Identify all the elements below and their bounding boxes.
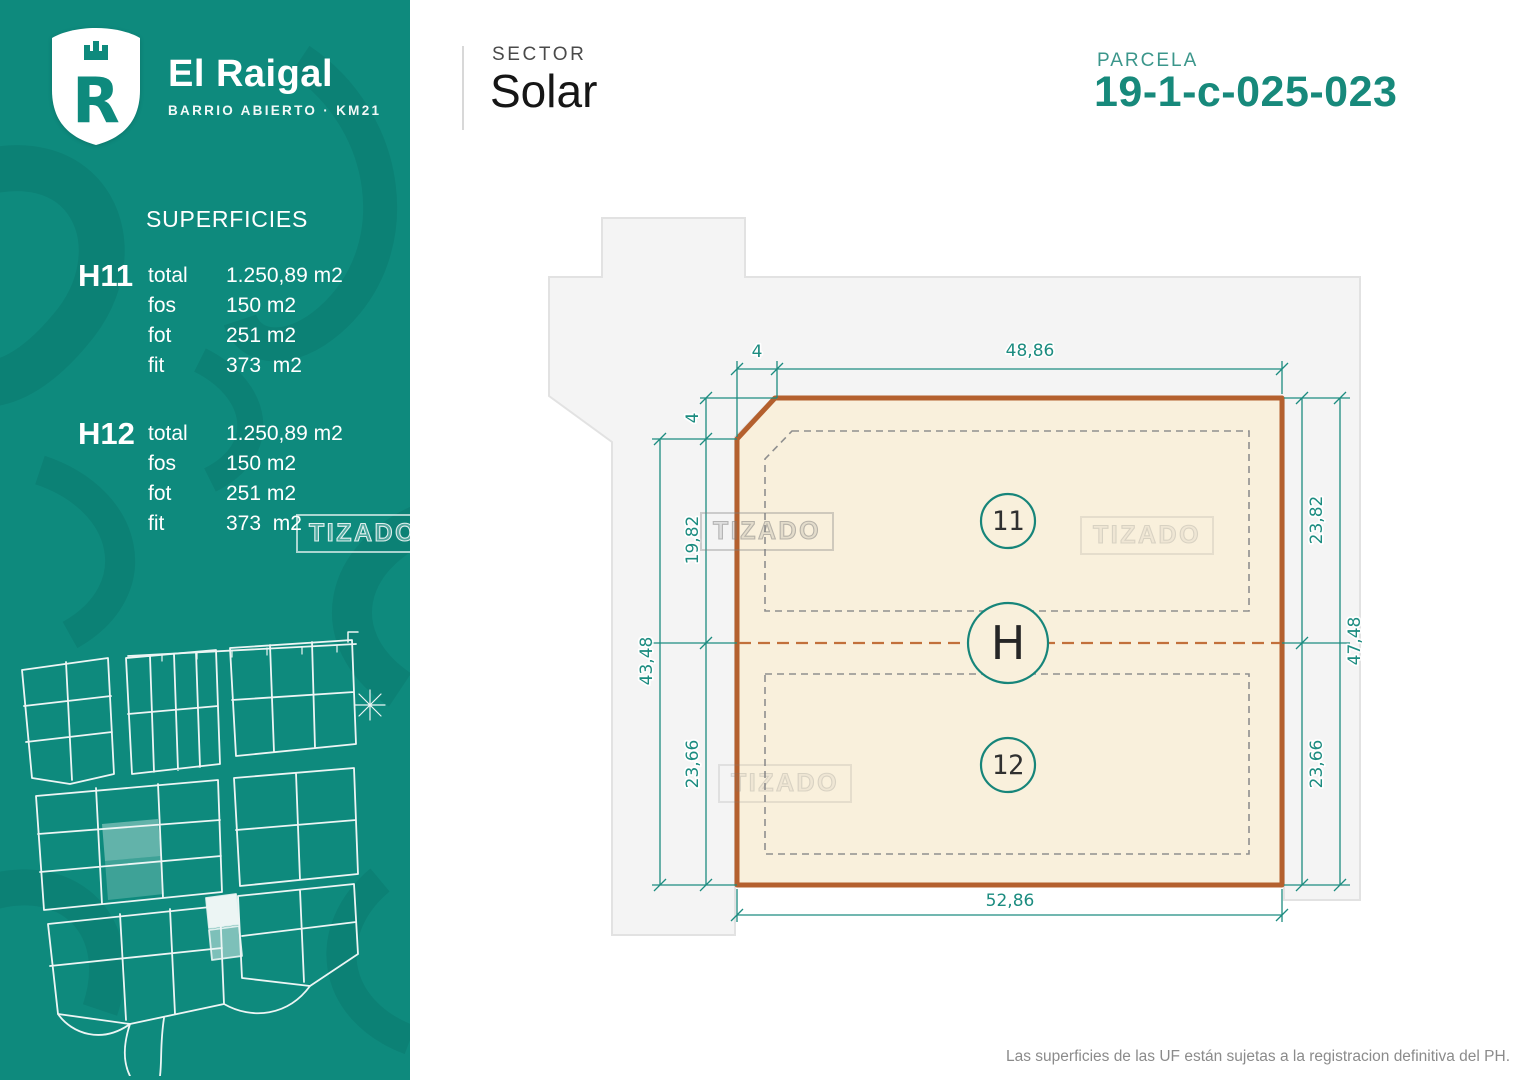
brand-name: El Raigal bbox=[168, 53, 333, 96]
map-road bbox=[57, 985, 311, 1076]
crown-icon bbox=[84, 41, 108, 60]
group-code: H12 bbox=[78, 416, 135, 451]
brand: R El Raigal BARRIO ABIERTO · KM21 bbox=[46, 24, 410, 148]
map-corner-mark bbox=[347, 631, 359, 643]
surface-row: fos 150 m2 bbox=[148, 449, 343, 479]
surface-label: fot bbox=[148, 324, 172, 347]
lot-11-label: 11 bbox=[992, 506, 1025, 537]
map-lot-highlight bbox=[102, 819, 161, 861]
map-block bbox=[237, 883, 359, 987]
superficies-group-h11: H11 total 1.250,89 m2 fos 150 m2 fot 251… bbox=[78, 258, 410, 381]
surface-value: 1.250,89 m2 bbox=[226, 264, 343, 287]
logo-letter: R bbox=[72, 64, 120, 137]
surface-value: 251 m2 bbox=[226, 324, 297, 347]
sector-label: SECTOR bbox=[492, 44, 587, 65]
surface-row: fos 150 m2 bbox=[148, 291, 343, 321]
map-block bbox=[233, 767, 359, 887]
dim-top-width: 48,86 bbox=[1006, 341, 1055, 361]
watermark: TIZADO bbox=[718, 764, 853, 803]
surface-row: fit 373 m2 bbox=[148, 351, 343, 381]
surface-value: 150 m2 bbox=[226, 452, 297, 475]
surface-row: total 1.250,89 m2 bbox=[148, 261, 343, 291]
header-divider bbox=[462, 46, 464, 130]
setback-lower bbox=[764, 673, 1250, 855]
neighborhood-map bbox=[21, 631, 386, 1076]
surface-label: fit bbox=[148, 512, 165, 535]
map-block bbox=[229, 639, 357, 757]
lot-12-label: 12 bbox=[992, 750, 1025, 781]
surface-row: fot 251 m2 bbox=[148, 321, 343, 351]
brand-shield-icon: R bbox=[52, 28, 140, 145]
dim-top-chamfer: 4 bbox=[752, 342, 763, 362]
sector-value: Solar bbox=[490, 65, 598, 117]
map-block bbox=[21, 657, 115, 785]
dim-left-total: 43,48 bbox=[637, 637, 657, 686]
map-lot-highlight bbox=[105, 856, 164, 900]
surface-value: 251 m2 bbox=[226, 482, 297, 505]
surface-value: 1.250,89 m2 bbox=[226, 422, 343, 445]
dimension-lines bbox=[652, 361, 1350, 922]
map-block bbox=[125, 649, 221, 775]
map-lot-highlight bbox=[208, 925, 243, 961]
watermark: TIZADO bbox=[700, 512, 835, 551]
surface-label: fos bbox=[148, 294, 177, 317]
group-code: H11 bbox=[78, 258, 134, 293]
map-block bbox=[35, 779, 223, 911]
map-lot-current bbox=[205, 893, 240, 929]
dim-left-upper: 19,82 bbox=[683, 516, 703, 565]
watermark: TIZADO bbox=[1080, 516, 1215, 555]
parcela-label: PARCELA bbox=[1097, 50, 1199, 71]
surface-row: total 1.250,89 m2 bbox=[148, 419, 343, 449]
superficies-title: SUPERFICIES bbox=[146, 206, 309, 232]
map-block bbox=[47, 905, 225, 1025]
lot-11-circle bbox=[979, 492, 1037, 550]
sidebar: R El Raigal BARRIO ABIERTO · KM21 SUPERF… bbox=[0, 0, 410, 1080]
parcel-h-label: H bbox=[991, 616, 1026, 670]
dim-right-upper: 23,82 bbox=[1307, 496, 1327, 545]
footer-disclaimer: Las superficies de las UF están sujetas … bbox=[1006, 1048, 1510, 1065]
surface-value: 150 m2 bbox=[226, 294, 297, 317]
group-rows: total 1.250,89 m2 fos 150 m2 fot 251 m2 … bbox=[148, 261, 343, 381]
dim-right-lower: 23,66 bbox=[1307, 740, 1327, 789]
surface-label: total bbox=[148, 422, 188, 445]
north-star-icon bbox=[354, 689, 386, 721]
surface-value: 373 m2 bbox=[226, 512, 302, 535]
parcela-value: 19-1-c-025-023 bbox=[1094, 68, 1398, 116]
superficies-group-h12: H12 total 1.250,89 m2 fos 150 m2 fot 251… bbox=[78, 416, 410, 539]
surface-row: fot 251 m2 bbox=[148, 479, 343, 509]
dim-right-total: 47,48 bbox=[1345, 617, 1365, 666]
lot-12-circle bbox=[979, 736, 1037, 794]
surface-label: fos bbox=[148, 452, 177, 475]
surface-label: total bbox=[148, 264, 188, 287]
brand-text: El Raigal BARRIO ABIERTO · KM21 bbox=[168, 53, 382, 118]
parcel-plan: 11 H 12 bbox=[548, 217, 1367, 936]
dim-bottom-width: 52,86 bbox=[986, 891, 1035, 911]
surface-value: 373 m2 bbox=[226, 354, 302, 377]
surface-label: fit bbox=[148, 354, 165, 377]
parcel-h-circle bbox=[966, 601, 1050, 685]
watermark: TIZADO bbox=[296, 514, 431, 553]
sidebar-botanical-texture bbox=[0, 45, 410, 1055]
group-rows: total 1.250,89 m2 fos 150 m2 fot 251 m2 … bbox=[148, 419, 343, 539]
surface-row: fit 373 m2 bbox=[148, 509, 343, 539]
dim-left-lower: 23,66 bbox=[683, 740, 703, 789]
surface-label: fot bbox=[148, 482, 172, 505]
brand-tagline: BARRIO ABIERTO · KM21 bbox=[168, 102, 382, 118]
dim-left-chamfer: 4 bbox=[683, 413, 703, 424]
